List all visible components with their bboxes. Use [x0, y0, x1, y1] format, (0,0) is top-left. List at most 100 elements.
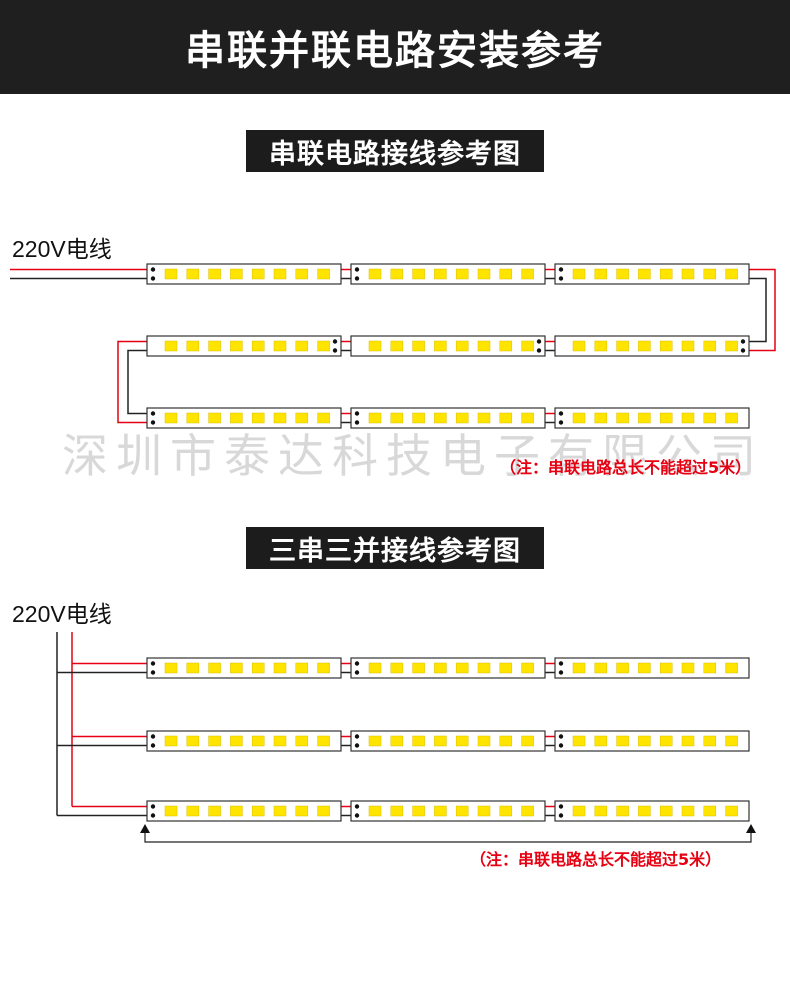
- led-chip: [186, 268, 200, 280]
- led-chip: [368, 268, 382, 280]
- led-chip: [725, 340, 738, 352]
- solder-pad: [150, 661, 156, 666]
- led-chip: [455, 805, 469, 817]
- led-chip: [164, 412, 178, 424]
- led-chip: [499, 268, 513, 280]
- arrow-up-icon: [746, 824, 756, 833]
- series-section-title: 串联电路接线参考图: [246, 130, 544, 172]
- led-chip: [659, 412, 673, 424]
- led-chip: [317, 340, 330, 352]
- led-chip: [208, 340, 221, 352]
- solder-pad: [354, 411, 360, 416]
- led-chip: [499, 805, 513, 817]
- strip-segment: [146, 263, 342, 285]
- strip-segment: [554, 730, 750, 752]
- led-chip: [186, 340, 200, 352]
- led-chip: [164, 268, 178, 280]
- series-length-note: （注：串联电路总长不能超过5米）: [500, 458, 751, 477]
- led-chip: [434, 340, 447, 352]
- led-chip: [230, 412, 243, 424]
- led-chip: [208, 662, 221, 674]
- led-chip: [725, 805, 738, 817]
- led-chip: [434, 735, 447, 747]
- solder-pad: [740, 348, 746, 353]
- led-chip: [659, 735, 673, 747]
- led-chip: [703, 805, 717, 817]
- solder-pad: [354, 420, 360, 425]
- led-chip: [295, 662, 309, 674]
- strip-segment: [350, 407, 546, 429]
- solder-pad: [740, 339, 746, 344]
- led-chip: [703, 735, 717, 747]
- led-chip: [412, 735, 425, 747]
- led-chip: [725, 412, 738, 424]
- led-chip: [725, 268, 738, 280]
- led-chip: [681, 268, 695, 280]
- strip-segment: [146, 800, 342, 822]
- led-chip: [251, 735, 265, 747]
- strips-layer: [146, 263, 750, 822]
- led-chip: [659, 268, 673, 280]
- led-chip: [638, 662, 651, 674]
- solder-pad: [150, 804, 156, 809]
- led-chip: [164, 805, 178, 817]
- led-chip: [368, 340, 382, 352]
- led-chip: [251, 412, 265, 424]
- solder-pad: [150, 670, 156, 675]
- solder-pad: [150, 276, 156, 281]
- led-chip: [295, 268, 309, 280]
- led-chip: [638, 268, 651, 280]
- led-chip: [477, 662, 491, 674]
- led-chip: [616, 268, 629, 280]
- led-chip: [521, 805, 534, 817]
- led-chip: [616, 340, 629, 352]
- strip-segment: [350, 657, 546, 679]
- led-chip: [703, 268, 717, 280]
- led-chip: [368, 735, 382, 747]
- led-chip: [273, 412, 287, 424]
- parallel-section-title: 三串三并接线参考图: [246, 527, 544, 569]
- led-chip: [638, 805, 651, 817]
- led-chip: [681, 805, 695, 817]
- led-chip: [164, 735, 178, 747]
- led-chip: [295, 412, 309, 424]
- led-chip: [317, 412, 330, 424]
- led-chip: [412, 805, 425, 817]
- led-chip: [616, 805, 629, 817]
- solder-pad: [354, 670, 360, 675]
- solder-pad: [558, 734, 564, 739]
- strip-segment: [146, 407, 342, 429]
- led-chip: [638, 340, 651, 352]
- solder-pad: [558, 411, 564, 416]
- led-chip: [434, 662, 447, 674]
- led-chip: [681, 412, 695, 424]
- solder-pad: [150, 411, 156, 416]
- led-chip: [572, 340, 586, 352]
- led-chip: [186, 735, 200, 747]
- led-chip: [455, 735, 469, 747]
- led-chip: [594, 662, 608, 674]
- length-indicator-line: [144, 830, 752, 843]
- solder-pad: [332, 348, 338, 353]
- solder-pad: [332, 339, 338, 344]
- led-chip: [273, 805, 287, 817]
- led-chip: [594, 412, 608, 424]
- solder-pad: [558, 661, 564, 666]
- led-chip: [659, 805, 673, 817]
- led-chip: [186, 805, 200, 817]
- led-chip: [521, 412, 534, 424]
- loop-wire: [117, 340, 150, 424]
- strip-segment: [554, 263, 750, 285]
- led-chip: [295, 340, 309, 352]
- loop-wire: [745, 277, 767, 343]
- parallel-length-note: （注：串联电路总长不能超过5米）: [470, 850, 721, 869]
- solder-pad: [354, 813, 360, 818]
- solder-pad: [558, 743, 564, 748]
- led-chip: [681, 662, 695, 674]
- led-chip: [273, 735, 287, 747]
- led-chip: [412, 662, 425, 674]
- led-chip: [186, 662, 200, 674]
- led-chip: [317, 805, 330, 817]
- company-watermark: 深圳市泰达科技电子有限公司: [62, 429, 764, 483]
